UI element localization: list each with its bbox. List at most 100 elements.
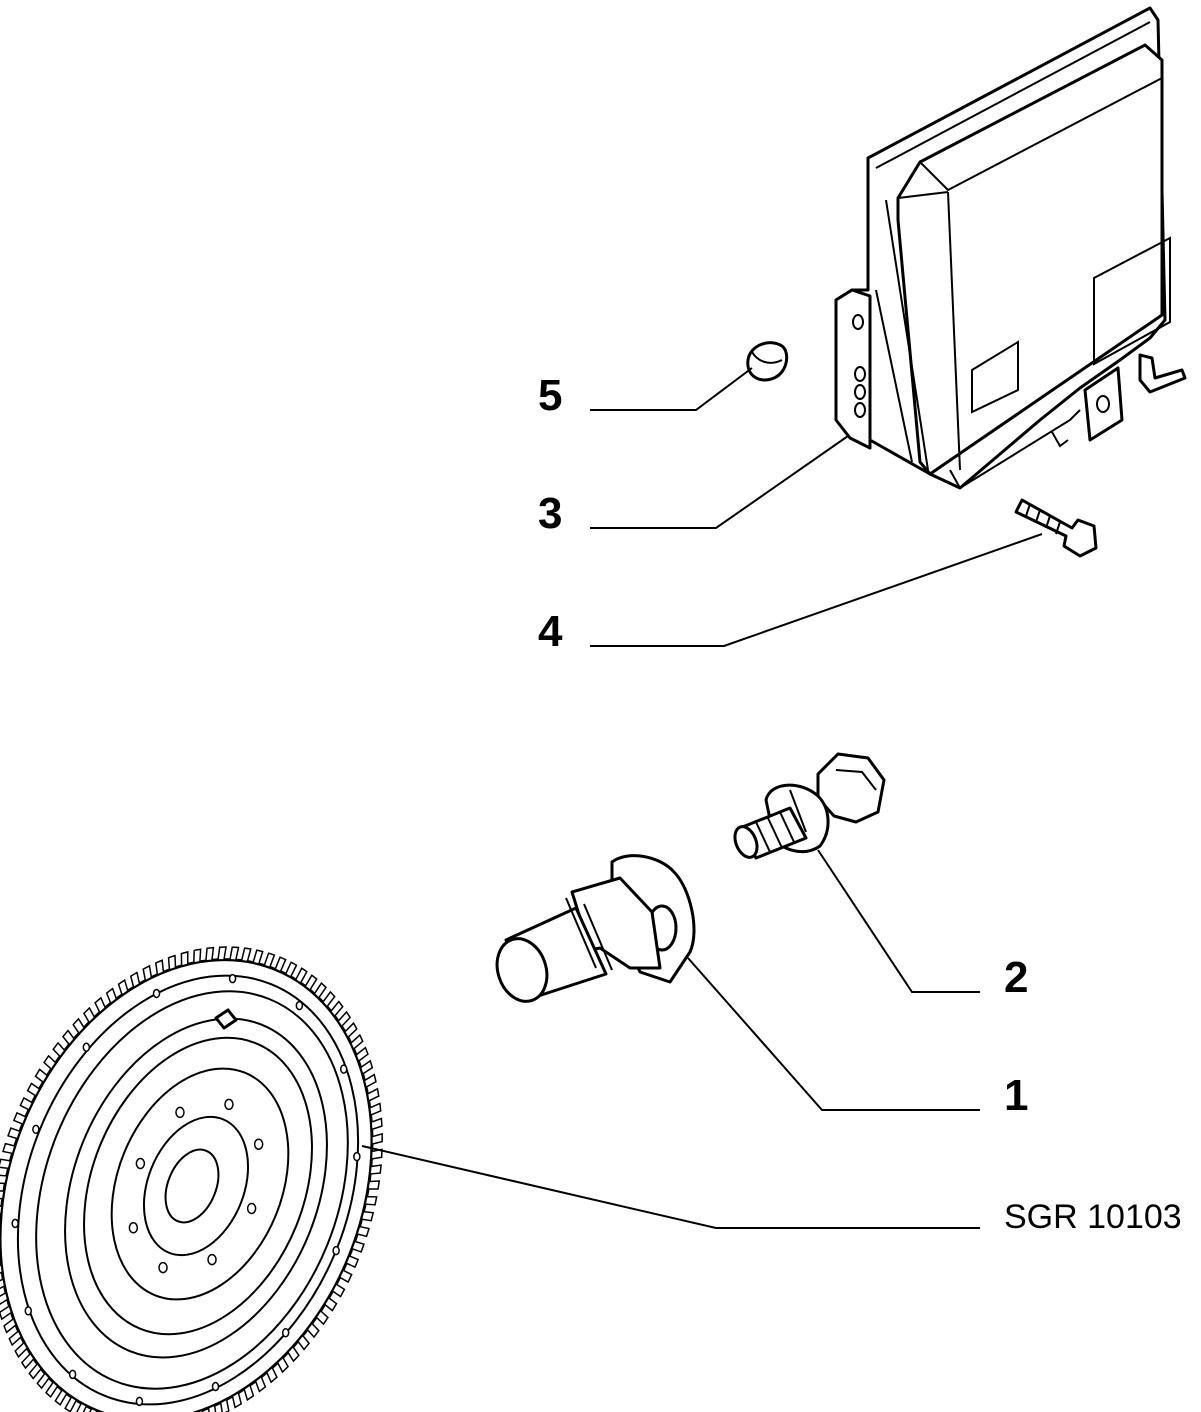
ring-gear-tooth [363, 1073, 377, 1089]
ring-gear-tooth [276, 1356, 290, 1374]
flywheel-outer-hole [281, 1327, 290, 1338]
flywheel-hub-hole [135, 1157, 146, 1170]
ring-gear-tooth [371, 1132, 383, 1146]
flywheel-outer-hole [353, 1151, 361, 1162]
ring-gear-tooth [0, 1291, 9, 1305]
ring-gear-tooth [284, 961, 298, 978]
ring-gear-tooth [331, 1283, 346, 1298]
ring-gear-tooth [337, 1010, 352, 1028]
flywheel-outer-hole [228, 973, 237, 984]
ring-gear-tooth [294, 967, 308, 985]
ring-gear-tooth [240, 947, 252, 963]
ring-gear-tooth [263, 952, 276, 969]
leader-ref [361, 1145, 980, 1229]
ring-gear-tooth [129, 971, 141, 989]
flywheel-outer-hole [211, 1381, 220, 1392]
ring-gear-tooth [329, 1000, 344, 1018]
mounting-bolt [1014, 498, 1098, 558]
ring-gear-tooth [321, 990, 336, 1008]
ring-gear-tooth [76, 1402, 88, 1412]
ring-gear-tooth [231, 1391, 243, 1409]
ring-gear-tooth [167, 954, 177, 971]
flywheel-outer-hole [295, 1000, 304, 1011]
flywheel-outer-hole [332, 1245, 340, 1256]
ring-gear-tooth [0, 1190, 5, 1200]
ring-gear-tooth [64, 1395, 78, 1412]
ring-gear-tooth [265, 1366, 278, 1384]
ring-gear-tooth [193, 948, 202, 964]
ring-gear-tooth [0, 1249, 2, 1259]
flywheel-outer-hole [339, 1064, 348, 1074]
ring-gear-tooth [219, 1398, 230, 1412]
ring-gear-tooth [0, 1304, 13, 1321]
crank-sensor [495, 854, 696, 1003]
ring-gear-tooth [94, 996, 107, 1014]
ring-gear-tooth [34, 1068, 49, 1084]
ring-gear-tooth [54, 1388, 68, 1406]
flywheel-outer-hole [24, 1306, 33, 1316]
control-unit [834, 6, 1187, 490]
ring-gear-tooth [142, 964, 153, 982]
cap-nut [746, 341, 789, 382]
ring-gear-tooth [19, 1096, 34, 1111]
ring-gear-tooth [12, 1111, 27, 1126]
ring-gear-tooth [355, 1046, 369, 1063]
ring-gear-tooth [366, 1087, 380, 1103]
ring-gear-tooth [82, 1006, 96, 1024]
ring-gear-tooth [117, 978, 129, 997]
ring-gear-tooth [351, 1240, 365, 1253]
leader-2 [817, 849, 980, 993]
flywheel-hub-hole [158, 1261, 168, 1274]
leader-5 [590, 367, 753, 411]
sensor-bolt [733, 752, 886, 860]
ring-gear-tooth [364, 1195, 378, 1206]
ring-gear-tooth [0, 1263, 4, 1274]
ring-gear-tooth [356, 1225, 370, 1238]
flywheel-outer-hole [82, 1042, 91, 1053]
ring-gear-tooth [296, 1334, 311, 1351]
ring-gear-tooth [205, 946, 215, 962]
ring-gear-tooth [180, 950, 189, 967]
ring-gear-tooth [72, 1017, 86, 1035]
ring-gear-tooth [274, 956, 287, 973]
ring-gear-tooth [43, 1054, 57, 1071]
flywheel-hub-hole [128, 1222, 139, 1234]
ring-gear-tooth [360, 1210, 375, 1222]
ring-gear-tooth [0, 1277, 6, 1290]
leader-1 [687, 957, 980, 1111]
flywheel [0, 946, 383, 1412]
ring-gear-tooth [286, 1345, 300, 1363]
ring-gear-tooth [155, 959, 165, 976]
ring-gear-tooth [304, 974, 318, 992]
callout-1: 1 [1004, 1071, 1028, 1120]
ring-gear-tooth [252, 949, 264, 965]
ring-gear-tooth [3, 1317, 17, 1334]
ring-gear-tooth [323, 1296, 338, 1312]
flywheel-outer-hole [11, 1218, 19, 1229]
leader-lines [361, 367, 1043, 1229]
ring-gear-tooth [89, 1407, 98, 1412]
ring-gear-tooth [0, 1205, 3, 1215]
flywheel-hub-hole [175, 1106, 185, 1119]
ring-gear-tooth [349, 1033, 364, 1051]
leader-3 [590, 435, 849, 529]
ring-gear-tooth [61, 1029, 76, 1046]
ring-gear-tooth [2, 1142, 16, 1155]
ring-gear-tooth [52, 1041, 66, 1058]
ring-gear-tooth [313, 981, 327, 1000]
ring-gear-tooth [345, 1254, 360, 1269]
ring-gear-tooth [306, 1322, 320, 1339]
ring-gear-tooth [0, 1174, 8, 1185]
leader-4 [590, 533, 1043, 647]
ring-gear-tooth [359, 1059, 374, 1076]
ring-gear-tooth [105, 987, 118, 1005]
ring-gear-tooth [369, 1164, 382, 1175]
flywheel-hub-hole [207, 1253, 217, 1266]
ring-gear-tooth [0, 1220, 2, 1230]
ring-gear-tooth [207, 1404, 217, 1412]
ring-gear-tooth [8, 1329, 23, 1347]
ring-gear-tooth [343, 1021, 358, 1039]
ring-gear-tooth [367, 1180, 381, 1190]
ring-gear-tooth [36, 1372, 51, 1390]
